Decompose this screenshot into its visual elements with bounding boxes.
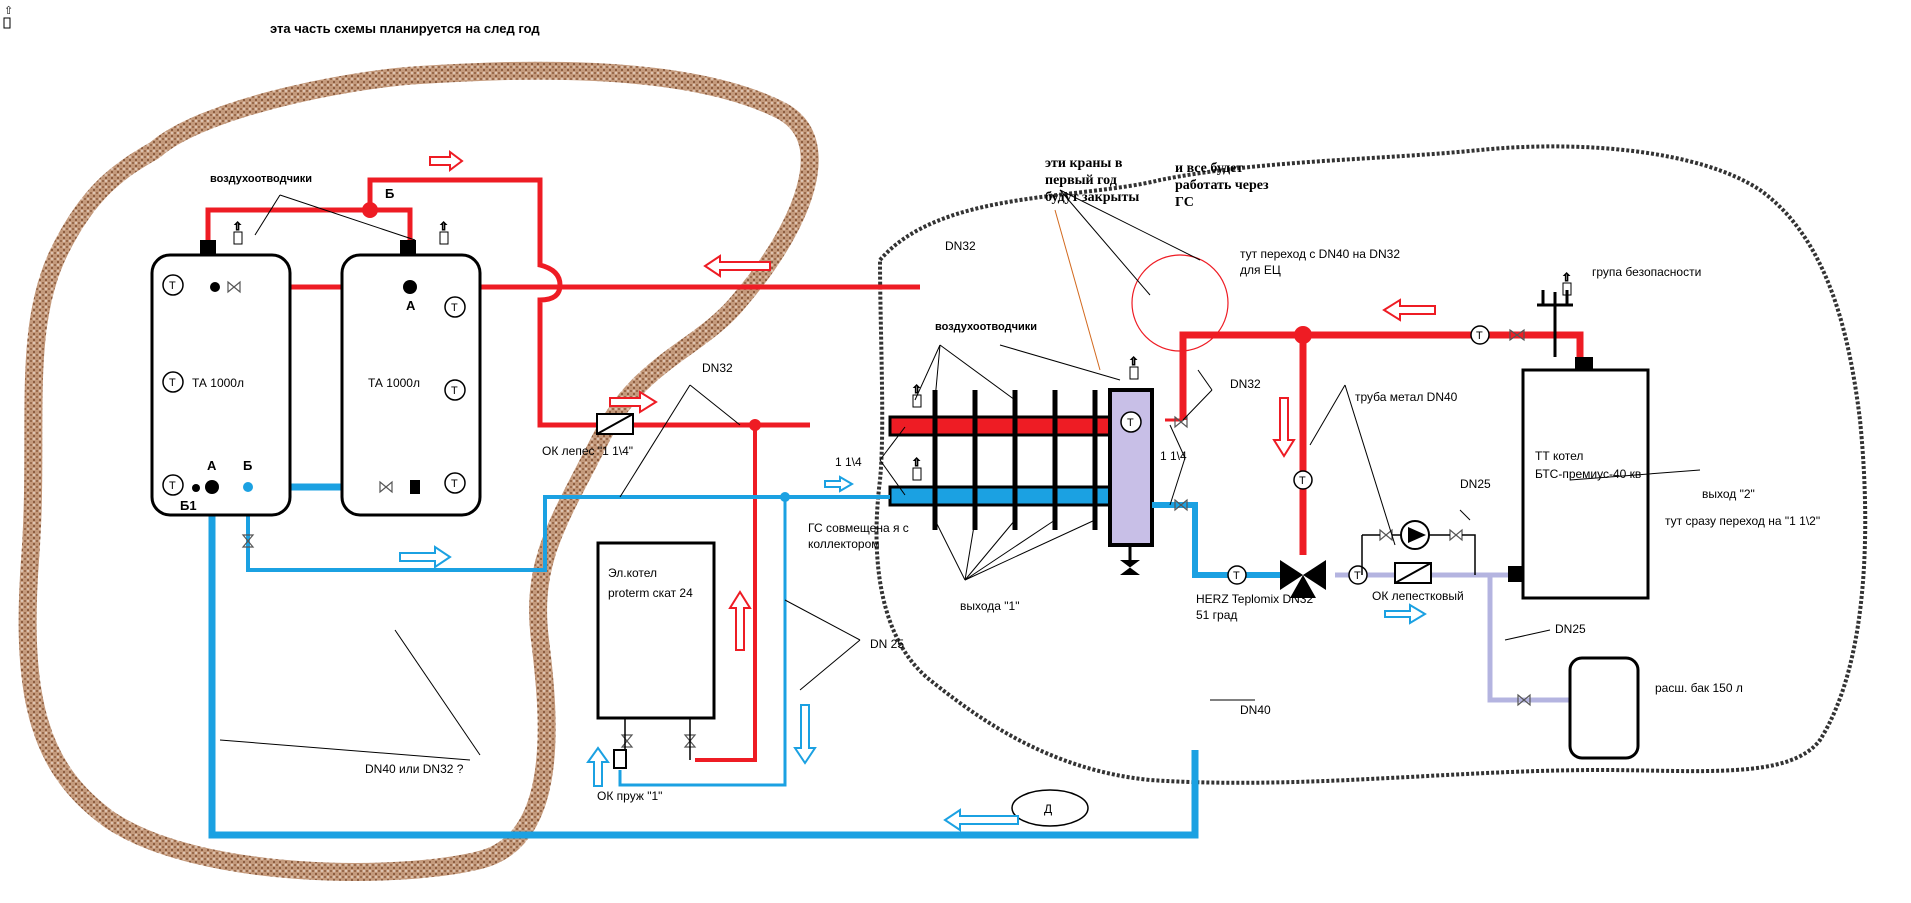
return-collector-bar bbox=[888, 485, 1112, 507]
flow-arrows bbox=[399, 150, 1436, 832]
svg-text:⇧: ⇧ bbox=[1129, 356, 1138, 368]
mixing-valve-icon bbox=[1280, 560, 1326, 598]
supply-collector-bar bbox=[888, 415, 1112, 437]
point-b1: Б1 bbox=[180, 498, 197, 513]
ok-petal-label: ОК лепестковый bbox=[1372, 589, 1464, 603]
output-2-label: выход "2" bbox=[1702, 487, 1755, 501]
point-a-top: А bbox=[406, 298, 416, 313]
drain-blob bbox=[1011, 789, 1089, 827]
el-boiler-line1: Эл.котел bbox=[608, 566, 657, 580]
drain-label: Д bbox=[1044, 802, 1052, 816]
gs-note-3: ГС bbox=[1175, 195, 1194, 210]
leader-lines bbox=[219, 189, 1701, 761]
ok-lepes-label: ОК лепес "1 1\4" bbox=[542, 444, 633, 458]
thermometer-icons: Т Т Т Т Т Т Т Т Т Т Т bbox=[162, 274, 1490, 585]
gs-note-2: работать через bbox=[1175, 178, 1269, 193]
corner-icon: ⇧ bbox=[3, 5, 13, 29]
svg-text:Т: Т bbox=[451, 302, 458, 314]
point-a-bottom: А bbox=[207, 458, 217, 473]
svg-text:Т: Т bbox=[169, 280, 176, 292]
svg-text:⇧: ⇧ bbox=[912, 384, 921, 396]
valves-note-3: будут закрыты bbox=[1045, 190, 1139, 205]
tank2-label: ТА 1000л bbox=[368, 376, 420, 390]
dn25-b-label: DN25 bbox=[1460, 477, 1491, 491]
transition-line1: тут переход с DN40 на DN32 bbox=[1240, 247, 1400, 261]
size-11-4-left: 1 1\4 bbox=[835, 455, 862, 469]
tank1-label: ТА 1000л bbox=[192, 376, 244, 390]
safety-group-icon bbox=[1537, 290, 1573, 357]
gs-label-2: коллектором bbox=[808, 537, 880, 551]
dn32-c-label: DN32 bbox=[1230, 377, 1261, 391]
svg-text:Т: Т bbox=[169, 480, 176, 492]
transition-112-label: тут сразу переход на "1 1\2" bbox=[1665, 514, 1820, 528]
pipe-metal-label: труба метал DN40 bbox=[1355, 390, 1458, 404]
gs-label-1: ГС совмещена я с bbox=[808, 521, 909, 535]
dn40-or-dn32-label: DN40 или DN32 ? bbox=[365, 762, 464, 776]
air-vent-icons: ⇧ ⇧ ⇧ ⇧ ⇧ ⇧ bbox=[233, 221, 1572, 481]
herz-line1: HERZ Teplomix DN32 bbox=[1196, 592, 1313, 606]
electric-boiler bbox=[596, 541, 716, 720]
svg-text:⇧: ⇧ bbox=[233, 221, 242, 233]
tt-boiler-line1: ТТ котел bbox=[1535, 449, 1583, 463]
el-boiler-line2: proterm скат 24 bbox=[608, 586, 693, 600]
solid-fuel-boiler bbox=[1521, 368, 1650, 600]
valves-note-2: первый год bbox=[1045, 173, 1117, 188]
svg-text:⇧: ⇧ bbox=[912, 457, 921, 469]
svg-text:⇧: ⇧ bbox=[439, 221, 448, 233]
drain-valve-icon bbox=[1120, 560, 1140, 575]
point-b-bottom: Б bbox=[243, 458, 252, 473]
svg-text:Т: Т bbox=[451, 385, 458, 397]
svg-text:Т: Т bbox=[451, 478, 458, 490]
outputs-1-label: выхода "1" bbox=[960, 599, 1019, 613]
header-note: эта часть схемы планируется на след год bbox=[270, 21, 540, 36]
dn40-a-label: DN40 bbox=[1240, 703, 1271, 717]
svg-text:Т: Т bbox=[1127, 417, 1134, 429]
expansion-tank-label: расш. бак 150 л bbox=[1655, 681, 1743, 695]
safety-group-label: група безопасности bbox=[1592, 265, 1701, 279]
future-area-outline bbox=[18, 61, 819, 881]
svg-text:Т: Т bbox=[169, 377, 176, 389]
expansion-tank bbox=[1568, 656, 1640, 760]
transition-line2: для ЕЦ bbox=[1240, 263, 1281, 277]
tt-boiler-line2: БТС-премиус-40 кв bbox=[1535, 467, 1641, 481]
size-11-4-right: 1 1\4 bbox=[1160, 449, 1187, 463]
svg-text:⇧: ⇧ bbox=[4, 5, 13, 17]
transition-marker bbox=[1131, 254, 1229, 352]
point-b-top: Б bbox=[385, 186, 394, 201]
current-area-outline bbox=[874, 144, 1868, 785]
dn25-a-label: DN 25 bbox=[870, 637, 904, 651]
valves-note-1: эти краны в bbox=[1045, 156, 1123, 171]
svg-text:Т: Т bbox=[1233, 570, 1240, 582]
dn32-a-label: DN32 bbox=[945, 239, 976, 253]
dn25-c-label: DN25 bbox=[1555, 622, 1586, 636]
dn32-b-label: DN32 bbox=[702, 361, 733, 375]
buffer-tank-1 bbox=[150, 253, 292, 517]
air-vents-right-label: воздухоотводчики bbox=[935, 321, 1037, 333]
valve-icons bbox=[227, 280, 1531, 748]
svg-text:Т: Т bbox=[1299, 475, 1306, 487]
collector-outlets bbox=[932, 390, 1098, 530]
ok-spring-label: ОК пруж "1" bbox=[597, 789, 662, 803]
svg-text:Т: Т bbox=[1354, 570, 1361, 582]
herz-line2: 51 град bbox=[1196, 608, 1237, 622]
svg-text:Т: Т bbox=[1476, 330, 1483, 342]
buffer-tank-2 bbox=[340, 253, 482, 517]
air-vents-left-label: воздухоотводчики bbox=[210, 173, 312, 185]
gs-note-1: и все будет bbox=[1175, 161, 1243, 176]
svg-text:⇧: ⇧ bbox=[1562, 272, 1571, 284]
